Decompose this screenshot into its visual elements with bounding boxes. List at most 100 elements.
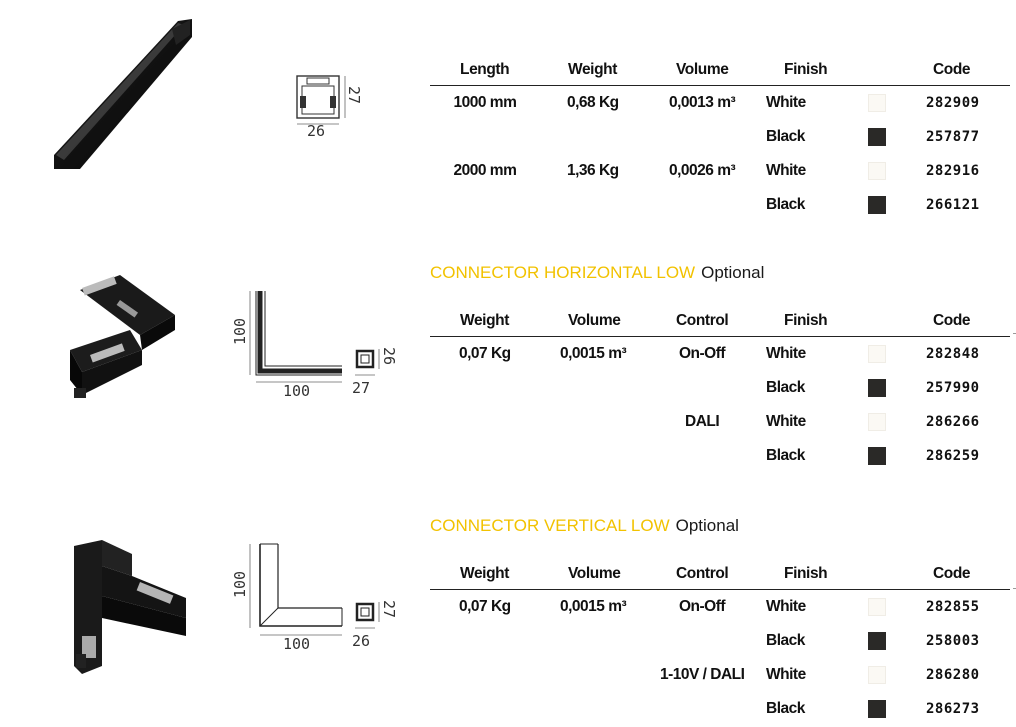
product-code: 266121 [926, 197, 980, 213]
track-height-label: 27 [345, 86, 363, 104]
finish-swatch-white [868, 666, 886, 684]
finish-cell: White [766, 94, 806, 111]
optional-label: Optional [701, 263, 765, 282]
finish-cell: Black [766, 128, 805, 145]
col-1-cell: 0,07 Kg [459, 345, 511, 362]
header-finish: Finish [784, 312, 828, 329]
col-3-cell: 0,0013 m³ [669, 94, 736, 111]
header-control: Control [676, 565, 729, 582]
col-2-cell: 0,68 Kg [567, 94, 619, 111]
track-photo [54, 19, 192, 169]
horizontal-spec-table: Weight Volume Control Finish Code 0,07 K… [430, 306, 1010, 473]
col-2-cell: 0,0015 m³ [560, 598, 627, 615]
table-row: 2000 mm 1,36 Kg 0,0026 m³ White 282916 [430, 154, 1010, 188]
page-edge-mark [1013, 333, 1016, 334]
finish-swatch-black [868, 447, 886, 465]
vertical-arm-v-label: 100 [231, 571, 249, 598]
optional-label: Optional [675, 516, 739, 535]
finish-swatch-white [868, 94, 886, 112]
header-code: Code [933, 61, 971, 78]
col-1-cell: 1000 mm [453, 94, 517, 111]
finish-swatch-white [868, 345, 886, 363]
col-3-cell: On-Off [679, 345, 726, 362]
col-3-cell: 1-10V / DALI [660, 666, 745, 683]
product-code: 286273 [926, 701, 980, 717]
col-2-cell: 1,36 Kg [567, 162, 619, 179]
finish-cell: White [766, 666, 806, 683]
page-edge-mark [1013, 588, 1016, 589]
finish-cell: Black [766, 196, 805, 213]
col-3-cell: DALI [685, 413, 720, 430]
finish-swatch-black [868, 196, 886, 214]
table-row: DALI White 286266 [430, 405, 1010, 439]
header-weight: Weight [460, 565, 509, 582]
product-code: 258003 [926, 633, 980, 649]
vertical-profile-h-label: 27 [380, 600, 398, 618]
horizontal-profile-h-label: 26 [380, 347, 398, 365]
table-row: 1000 mm 0,68 Kg 0,0013 m³ White 282909 [430, 86, 1010, 120]
finish-swatch-black [868, 379, 886, 397]
vertical-arm-h-label: 100 [283, 635, 310, 653]
col-3-cell: 0,0026 m³ [669, 162, 736, 179]
finish-swatch-black [868, 128, 886, 146]
track-profile-drawing: 26 27 [296, 75, 363, 140]
track-section: 26 27 Length Weight Volume Finish Code 1… [0, 0, 1016, 240]
horizontal-arm-v-label: 100 [231, 318, 249, 345]
horizontal-arm-h-label: 100 [283, 382, 310, 400]
col-3-cell: On-Off [679, 598, 726, 615]
vertical-connector-drawing: 100 100 26 27 [231, 543, 398, 653]
table-row: Black 258003 [430, 624, 1010, 658]
product-code: 282848 [926, 346, 980, 362]
header-volume: Volume [568, 312, 621, 329]
product-code: 257990 [926, 380, 980, 396]
header-finish: Finish [784, 61, 828, 78]
vertical-spec-table: Weight Volume Control Finish Code 0,07 K… [430, 559, 1010, 726]
table-row: Black 266121 [430, 188, 1010, 222]
header-finish: Finish [784, 565, 828, 582]
horizontal-connector-photo [70, 275, 175, 398]
product-code: 286266 [926, 414, 980, 430]
header-length: Length [460, 61, 510, 78]
section-name: CONNECTOR HORIZONTAL LOW [430, 263, 696, 282]
track-width-label: 26 [307, 122, 325, 140]
finish-swatch-white [868, 162, 886, 180]
connector-horizontal-section: 100 100 27 26 CONNECTOR HORIZONTAL LOW Op… [0, 255, 1016, 495]
vertical-profile-w-label: 26 [352, 632, 370, 650]
section-name: CONNECTOR VERTICAL LOW [430, 516, 670, 535]
finish-swatch-white [868, 413, 886, 431]
connector-vertical-section: 100 100 26 27 CONNECTOR VERTICAL LOW Opti… [0, 508, 1016, 727]
product-code: 282916 [926, 163, 980, 179]
table-header: Length Weight Volume Finish Code [430, 55, 1010, 86]
header-code: Code [933, 312, 971, 329]
header-control: Control [676, 312, 729, 329]
product-code: 286280 [926, 667, 980, 683]
finish-cell: Black [766, 632, 805, 649]
header-volume: Volume [568, 565, 621, 582]
connector-horizontal-title: CONNECTOR HORIZONTAL LOW Optional [430, 263, 764, 283]
finish-cell: White [766, 413, 806, 430]
finish-swatch-black [868, 700, 886, 718]
product-code: 282909 [926, 95, 980, 111]
track-spec-table: Length Weight Volume Finish Code 1000 mm… [430, 55, 1010, 222]
header-weight: Weight [568, 61, 617, 78]
finish-swatch-white [868, 598, 886, 616]
finish-cell: White [766, 162, 806, 179]
table-header: Weight Volume Control Finish Code [430, 306, 1010, 337]
finish-cell: Black [766, 447, 805, 464]
col-1-cell: 2000 mm [453, 162, 517, 179]
vertical-connector-photo [74, 540, 186, 674]
finish-cell: Black [766, 700, 805, 717]
col-1-cell: 0,07 Kg [459, 598, 511, 615]
product-code: 282855 [926, 599, 980, 615]
horizontal-connector-drawing: 100 100 27 26 [231, 291, 398, 400]
header-weight: Weight [460, 312, 509, 329]
finish-cell: White [766, 345, 806, 362]
table-row: 1-10V / DALI White 286280 [430, 658, 1010, 692]
header-volume: Volume [676, 61, 729, 78]
